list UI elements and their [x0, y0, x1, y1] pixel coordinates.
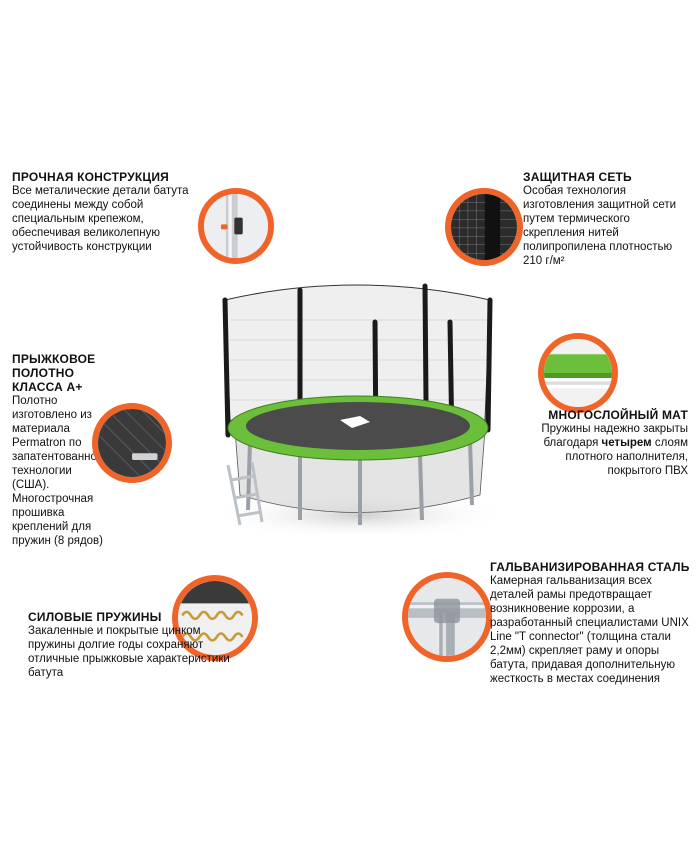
feature-mat-text: Полотно изготовлено из материала Permatr…	[12, 395, 104, 547]
frame-legs	[246, 439, 474, 525]
feature-multilayer-text: Пружины надежно закрыты благодаря четыре…	[520, 422, 688, 478]
feature-multilayer-text-after: слоям плотного наполнителя, покрытого ПВ…	[565, 437, 688, 477]
feature-multilayer-title: МНОГОСЛОЙНЫЙ МАТ	[548, 408, 688, 422]
trampoline-illustration	[210, 283, 510, 540]
mat-logo	[340, 416, 370, 428]
feature-net-text: Особая технология изготовления защитной …	[523, 185, 677, 267]
feature-construction-title: ПРОЧНАЯ КОНСТРУКЦИЯ	[12, 170, 169, 184]
construction-detail-image	[198, 188, 274, 264]
feature-springs: СИЛОВЫЕ ПРУЖИНЫ Закаленные и покрытые ци…	[28, 610, 238, 680]
springs-detail-image	[172, 575, 258, 661]
feature-steel-text: Камерная гальванизация всех деталей рамы…	[490, 575, 689, 685]
feature-mat: ПРЫЖКОВОЕ ПОЛОТНО КЛАССА А+ Полотно изго…	[12, 352, 152, 548]
ladder	[226, 461, 264, 526]
feature-multilayer-text-bold: четырем	[601, 437, 652, 449]
feature-net-title: ЗАЩИТНАЯ СЕТЬ	[523, 170, 632, 184]
multilayer-detail-image	[538, 333, 618, 413]
feature-steel-title: ГАЛЬВАНИЗИРОВАННАЯ СТАЛЬ	[490, 560, 690, 574]
feature-steel: ГАЛЬВАНИЗИРОВАННАЯ СТАЛЬ Камерная гальва…	[490, 560, 695, 686]
feature-mat-title-line1: ПРЫЖКОВОЕ ПОЛОТНО	[12, 352, 96, 380]
feature-construction: ПРОЧНАЯ КОНСТРУКЦИЯ Все металические дет…	[12, 170, 202, 254]
feature-multilayer: МНОГОСЛОЙНЫЙ МАТ Пружины надежно закрыты…	[520, 408, 688, 478]
mat-detail-image	[92, 403, 172, 483]
feature-springs-title: СИЛОВЫЕ ПРУЖИНЫ	[28, 610, 162, 624]
feature-net: ЗАЩИТНАЯ СЕТЬ Особая технология изготовл…	[523, 170, 693, 268]
net-detail-image	[445, 188, 523, 266]
steel-detail-image	[402, 572, 492, 662]
feature-springs-text: Закаленные и покрытые цинком пружины дол…	[28, 625, 230, 679]
feature-mat-title-line2: КЛАССА А+	[12, 380, 83, 394]
feature-construction-text: Все металические детали батута соединены…	[12, 185, 189, 253]
feature-multilayer-text-before: Пружины надежно закрыты благодаря	[541, 423, 688, 449]
